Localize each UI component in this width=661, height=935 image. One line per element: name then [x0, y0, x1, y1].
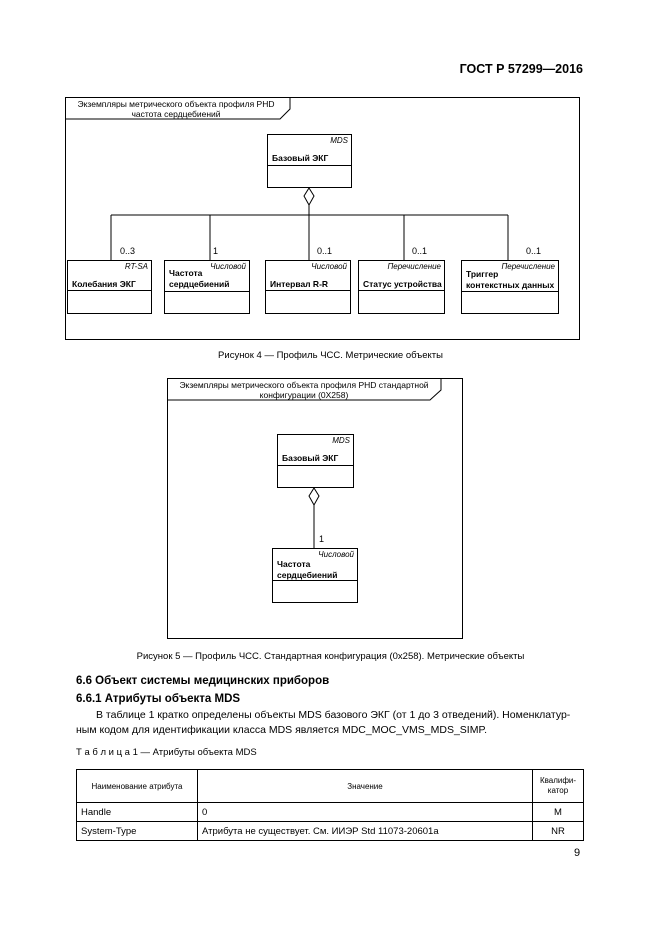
section-6-6-1-title: 6.6.1 Атрибуты объекта MDS: [76, 693, 241, 705]
class-name-line2: сердцебиений: [277, 570, 338, 580]
figure4-frame: [65, 97, 580, 340]
table-row: System-Type Атрибута не существует. См. …: [76, 821, 584, 841]
stereotype-label: MDS: [330, 136, 348, 145]
class-box-heart-rate: Числовой Частота сердцебиений: [164, 260, 250, 314]
figure5-frame-title: Экземпляры метрического объекта профиля …: [168, 380, 440, 400]
class-box-rr-interval: Числовой Интервал R-R: [265, 260, 351, 314]
stereotype-label: RT-SA: [124, 262, 148, 271]
class-box-base-ecg: MDS Базовый ЭКГ: [267, 134, 352, 188]
qualifier-header-line2: катор: [547, 786, 569, 795]
figure5-caption: Рисунок 5 — Профиль ЧСС. Стандартная кон…: [136, 651, 525, 662]
class-box-context-trigger: Перечисление Триггер контекстных данных: [461, 260, 559, 314]
class-name-line1: Частота: [169, 268, 203, 278]
table-row: Handle 0 M: [76, 802, 584, 822]
column-header-value: Значение: [197, 769, 533, 803]
standard-header: ГОСТ Р 57299—2016: [459, 62, 583, 76]
figure4-frame-title-line2: частота сердцебиений: [131, 109, 221, 119]
class-name-line2: контекстных данных: [466, 280, 555, 290]
stereotype-label: Числовой: [318, 550, 354, 559]
stereotype-label: Числовой: [311, 262, 347, 271]
table1: Наименование атрибута Значение Квалифи- …: [76, 769, 584, 841]
column-header-name: Наименование атрибута: [76, 769, 198, 803]
class-name-line1: Частота: [277, 559, 311, 569]
column-header-qualifier: Квалифи- катор: [532, 769, 584, 803]
class-name: Интервал R-R: [270, 279, 329, 289]
multiplicity-label: 0..3: [120, 246, 136, 256]
multiplicity-label: 1: [213, 246, 219, 256]
class-name: Статус устройства: [363, 279, 442, 289]
table-header-row: Наименование атрибута Значение Квалифи- …: [76, 769, 584, 803]
figure5-frame-title-line2: конфигурации (0X258): [259, 390, 349, 400]
class-name: Базовый ЭКГ: [272, 153, 329, 163]
table-cell-name: Handle: [76, 802, 198, 822]
figure4-frame-title-line1: Экземпляры метрического объекта профиля …: [77, 99, 275, 109]
section-6-6-1-para-line1: В таблице 1 кратко определены объекты MD…: [96, 709, 571, 721]
table-cell-value: Атрибута не существует. См. ИИЭР Std 110…: [197, 821, 533, 841]
qualifier-header-line1: Квалифи-: [539, 776, 577, 785]
class-name-line1: Триггер: [466, 269, 499, 279]
page-number: 9: [574, 847, 581, 859]
table-cell-qualifier: NR: [532, 821, 584, 841]
stereotype-label: Перечисление: [387, 262, 441, 271]
class-box-ecg-waveform: RT-SA Колебания ЭКГ: [67, 260, 152, 314]
figure5-frame-title-line1: Экземпляры метрического объекта профиля …: [179, 380, 429, 390]
figure4-caption: Рисунок 4 — Профиль ЧСС. Метрические объ…: [218, 350, 443, 361]
class-box-base-ecg: MDS Базовый ЭКГ: [277, 434, 354, 488]
multiplicity-label: 1: [319, 534, 325, 544]
figure4-frame-title: Экземпляры метрического объекта профиля …: [66, 99, 286, 119]
stereotype-label: Числовой: [210, 262, 246, 271]
class-name: Базовый ЭКГ: [282, 453, 339, 463]
section-6-6-title: 6.6 Объект системы медицинских приборов: [76, 675, 330, 687]
multiplicity-label: 0..1: [317, 246, 333, 256]
section-6-6-1-para-line2: ным кодом для идентификации класса MDS я…: [76, 724, 488, 736]
figure5-frame: [167, 378, 463, 639]
table-cell-name: System-Type: [76, 821, 198, 841]
table-cell-value: 0: [197, 802, 533, 822]
class-name-line2: сердцебиений: [169, 279, 230, 289]
table-cell-qualifier: M: [532, 802, 584, 822]
multiplicity-label: 0..1: [526, 246, 542, 256]
stereotype-label: MDS: [332, 436, 350, 445]
table1-caption: Т а б л и ц а 1 — Атрибуты объекта MDS: [76, 747, 257, 758]
class-name: Колебания ЭКГ: [72, 279, 136, 289]
stereotype-label: Перечисление: [501, 262, 555, 271]
class-box-device-status: Перечисление Статус устройства: [358, 260, 445, 314]
class-box-heart-rate: Числовой Частота сердцебиений: [272, 548, 358, 603]
multiplicity-label: 0..1: [412, 246, 428, 256]
